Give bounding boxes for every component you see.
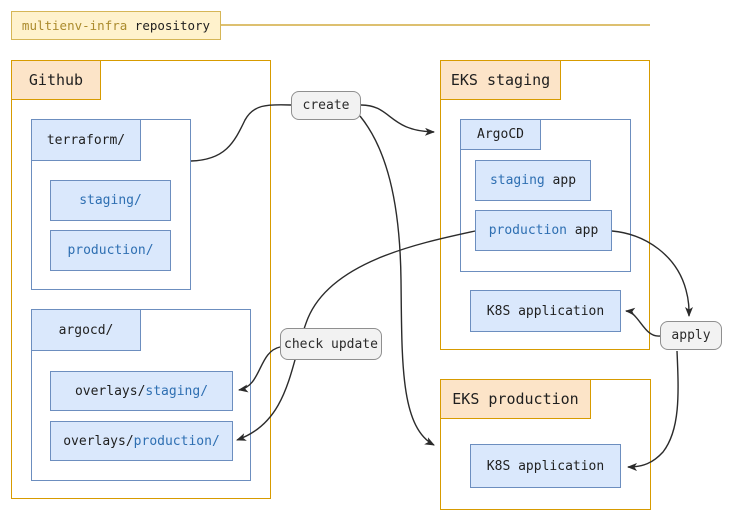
apply-label-text: apply xyxy=(671,328,711,343)
staging-app-node: staging app xyxy=(475,160,591,201)
apply-edge-label: apply xyxy=(660,321,722,350)
k8s-application-label: K8S application xyxy=(486,303,605,319)
repository-suffix: repository xyxy=(127,18,211,33)
repository-title-box: multienv-infra repository xyxy=(11,11,221,40)
terraform-staging-folder: staging/ xyxy=(50,180,171,221)
folder-prefix: overlays/ xyxy=(63,433,134,449)
eks-production-container-tab: EKS production xyxy=(440,379,591,419)
edge-create-to-eks-staging xyxy=(360,104,435,136)
check-update-edge-label: check update xyxy=(280,328,382,360)
app-suffix: app xyxy=(566,223,599,238)
github-title: Github xyxy=(28,71,84,89)
check-update-label-text: check update xyxy=(284,336,378,352)
argocd-runtime-group-tab: ArgoCD xyxy=(460,119,541,150)
terraform-group-tab: terraform/ xyxy=(31,119,141,161)
folder-label: staging/ xyxy=(145,383,209,399)
argocd-runtime-title: ArgoCD xyxy=(477,127,524,142)
folder-prefix: overlays/ xyxy=(74,383,146,399)
folder-label: production/ xyxy=(133,433,220,449)
terraform-group-title: terraform/ xyxy=(46,132,126,148)
terraform-production-folder: production/ xyxy=(50,230,171,271)
app-label: production xyxy=(488,223,567,238)
folder-label: production/ xyxy=(67,243,154,258)
k8s-application-production-node: K8S application xyxy=(470,444,621,488)
overlays-staging-folder: overlays/staging/ xyxy=(50,371,233,411)
app-suffix: app xyxy=(544,173,577,188)
eks-staging-title: EKS staging xyxy=(450,71,551,89)
app-label: staging xyxy=(489,173,545,188)
github-container-tab: Github xyxy=(11,60,101,100)
k8s-application-staging-node: K8S application xyxy=(470,290,621,332)
argocd-group-tab: argocd/ xyxy=(31,309,141,351)
repository-name: multienv-infra xyxy=(21,18,128,33)
overlays-production-folder: overlays/production/ xyxy=(50,421,233,461)
k8s-application-label: K8S application xyxy=(486,458,605,474)
argocd-group-title: argocd/ xyxy=(58,322,114,338)
create-edge-label: create xyxy=(291,91,361,120)
production-app-node: production app xyxy=(475,210,612,251)
eks-production-title: EKS production xyxy=(452,390,579,408)
folder-label: staging/ xyxy=(79,193,142,208)
eks-staging-container-tab: EKS staging xyxy=(440,60,561,100)
create-label-text: create xyxy=(302,98,350,113)
edge-create-to-eks-production xyxy=(359,115,435,446)
